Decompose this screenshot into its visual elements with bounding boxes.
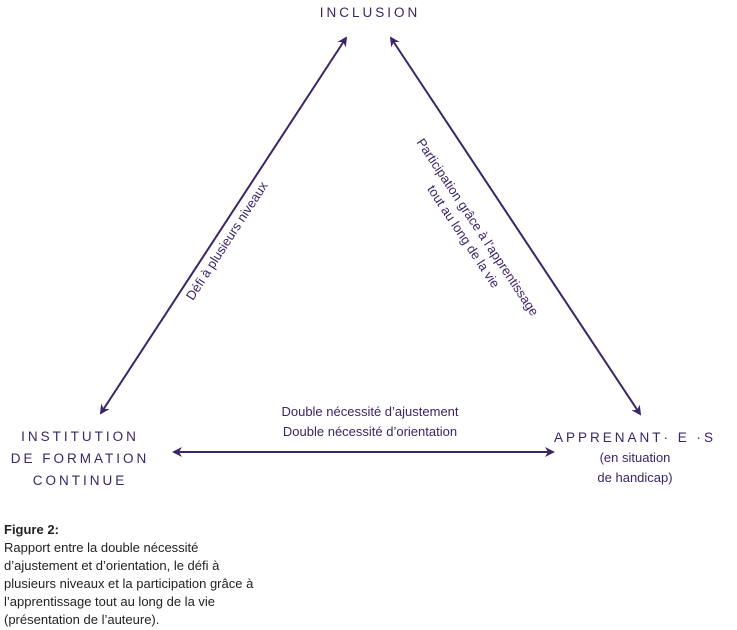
right-edge-arrow	[389, 36, 642, 416]
figure-caption: Figure 2: Rapport entre la double nécess…	[4, 521, 264, 629]
figure-caption-title: Figure 2:	[4, 522, 59, 537]
node-apprenant-sub-2: de handicap)	[597, 470, 673, 485]
node-institution: INSTITUTION DE FORMATION CONTINUE	[0, 426, 160, 492]
node-institution-line-3: CONTINUE	[32, 473, 128, 488]
left-edge-arrow	[99, 36, 348, 415]
node-apprenant: APPRENANT· E ·S (en situation de handica…	[545, 428, 725, 488]
bottom-edge-label: Double nécessité d’ajustement Double néc…	[230, 402, 510, 442]
bottom-edge-label-line-1: Double nécessité d’ajustement	[281, 404, 459, 419]
node-institution-line-1: INSTITUTION	[21, 429, 139, 444]
node-apprenant-sub-1: (en situation	[599, 450, 671, 465]
node-apprenant-label: APPRENANT· E ·S	[553, 430, 717, 445]
bottom-edge-label-line-2: Double nécessité d’orientation	[282, 424, 458, 439]
node-institution-line-2: DE FORMATION	[10, 451, 150, 466]
figure-caption-text: Rapport entre la double nécessité d’ajus…	[4, 540, 254, 627]
node-inclusion: INCLUSION	[319, 5, 421, 20]
